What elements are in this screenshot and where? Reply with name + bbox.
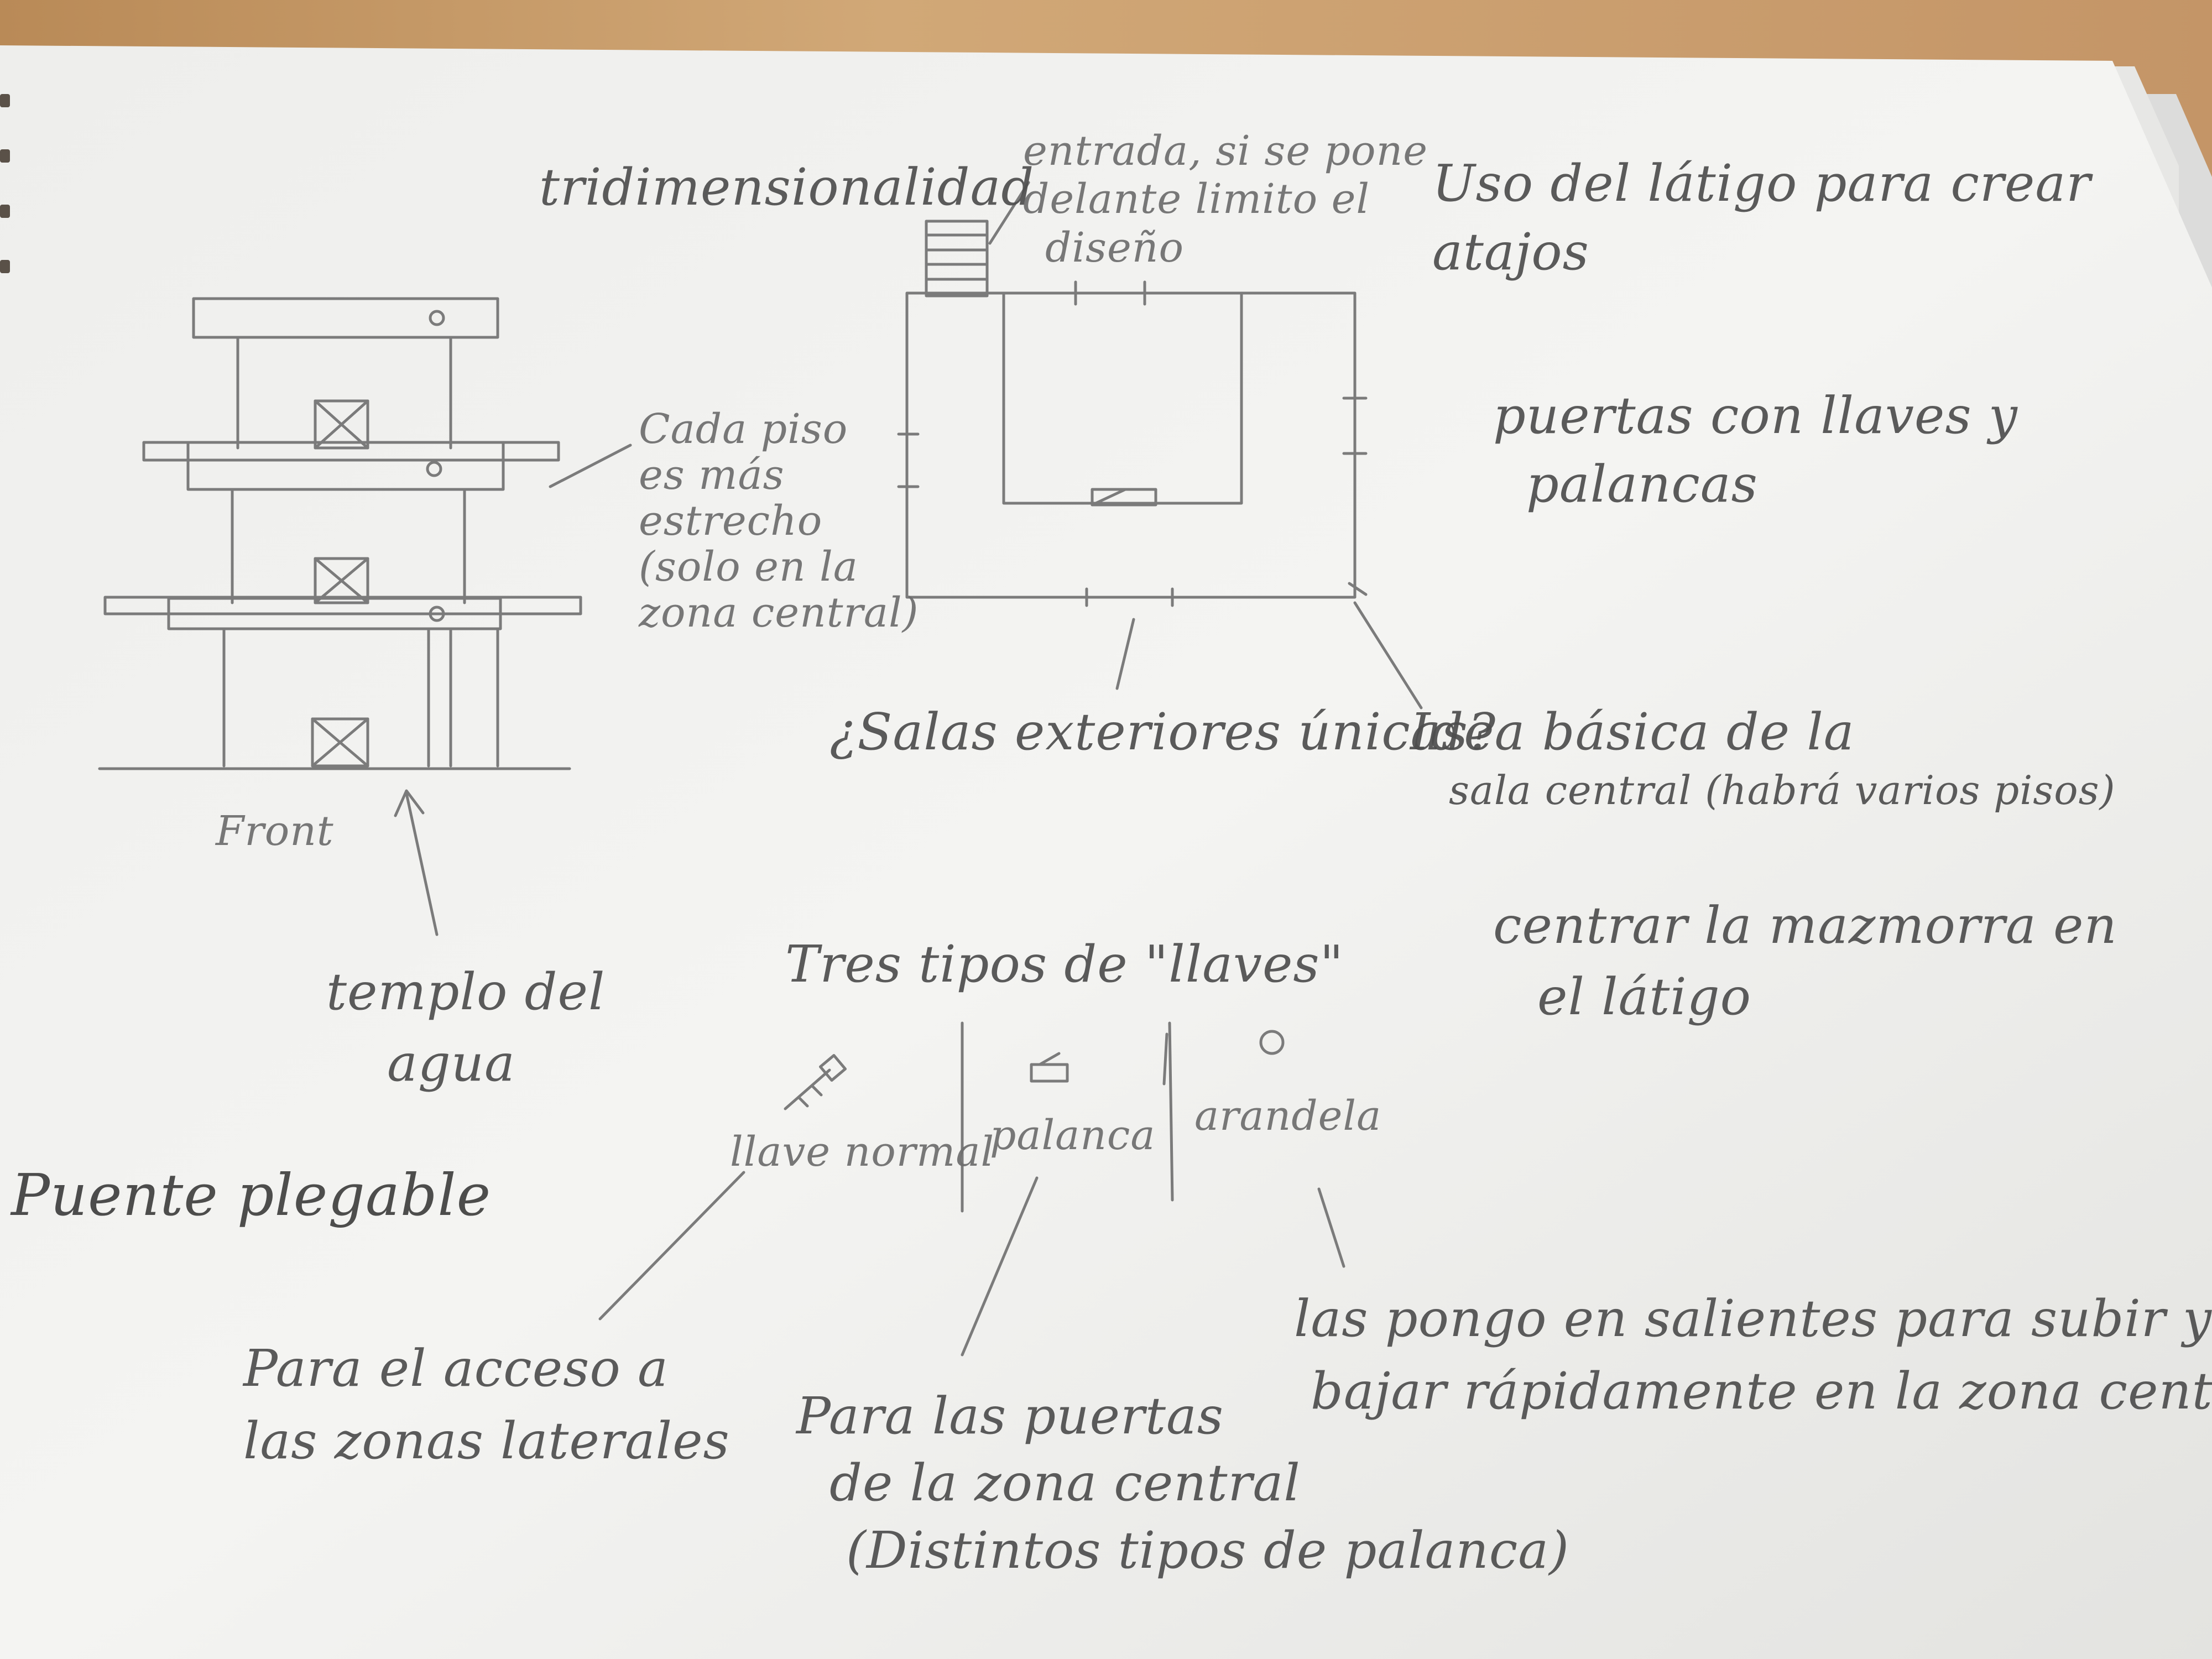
note-line: atajos [1432,222,1589,282]
pointer-line [1317,1187,1345,1268]
arrow-shaft [405,792,439,936]
note-line: estrecho [639,497,823,545]
note-line: palancas [1526,455,1758,514]
note-line: las zonas laterales [243,1411,730,1470]
temple-front-drawing [98,297,582,770]
note-idea: Idea básica de la sala central (habrá va… [1410,700,2116,816]
note-tridimensionalidad: tridimensionalidad [539,158,1035,217]
pointer-line [549,444,632,488]
label-palanca: palanca [990,1112,1156,1159]
note-para-acceso: Para el acceso a las zonas laterales [243,1333,730,1477]
note-line: Cada piso [639,405,848,453]
note-line: templo del [326,962,606,1021]
pointer-line [1115,618,1135,690]
pointer-line [961,1176,1039,1357]
note-salas: ¿Salas exteriores únicas? [830,702,1496,761]
central-room-plan [897,220,1368,607]
note-para-puertas: Para las puertas de la zona central (Dis… [796,1383,1569,1584]
note-cada-piso: Cada piso es más estrecho (solo en la zo… [639,406,919,635]
label-llave-normal: llave normal [730,1128,995,1176]
note-line: (solo en la [639,542,858,591]
note-front: Front [216,807,334,855]
note-las-pongo: las pongo en salientes para subir y baja… [1294,1283,2212,1427]
note-templo: templo del agua [326,957,605,1099]
note-line: entrada, si se pone [1023,127,1428,175]
pointer-line [598,1171,745,1321]
note-line: el látigo [1537,967,1752,1026]
key-icon [784,1053,847,1110]
pointer-line [988,181,1030,245]
note-line: sala central (habrá varios pisos) [1449,766,2116,813]
note-line: las pongo en salientes para subir y [1294,1289,2212,1348]
note-centrar: centrar la mazmorra en el látigo [1493,890,2117,1033]
note-uso-latigo: Uso del látigo para crear atajos [1432,149,2091,286]
note-line: (Distintos tipos de palanca) [846,1520,1570,1580]
note-line: de la zona central [830,1453,1301,1513]
note-line: delante limito el [1023,175,1370,223]
separator [1168,1021,1174,1202]
note-line: Uso del látigo para crear [1432,154,2091,213]
label-arandela: arandela [1194,1092,1382,1140]
note-tres-tipos: Tres tipos de "llaves" [785,935,1344,994]
note-line: zona central) [639,588,919,637]
note-puertas: puertas con llaves y palancas [1493,382,2018,519]
note-line: Para el acceso a [243,1339,669,1398]
arrow-head [394,789,425,817]
note-line: bajar rápidamente en la zona central [1311,1361,2212,1421]
main-paper-sheet [0,45,2212,1659]
binding-holes [0,94,10,273]
pointer-line [1353,601,1423,709]
note-line: Para las puertas [796,1386,1224,1446]
note-line: Idea básica de la [1410,702,1855,761]
note-line: es más [639,451,785,499]
washer-icon [1259,1030,1285,1055]
note-entrada: entrada, si se pone delante limito el di… [1023,127,1428,272]
separator [1162,1032,1168,1086]
note-line: puertas con llaves y [1493,386,2018,445]
lever-icon [1030,1052,1069,1083]
note-line: centrar la mazmorra en [1493,896,2117,955]
note-puente-plegable: Puente plegable [11,1161,492,1229]
note-line: diseño [1045,223,1185,272]
note-line: agua [387,1033,515,1093]
